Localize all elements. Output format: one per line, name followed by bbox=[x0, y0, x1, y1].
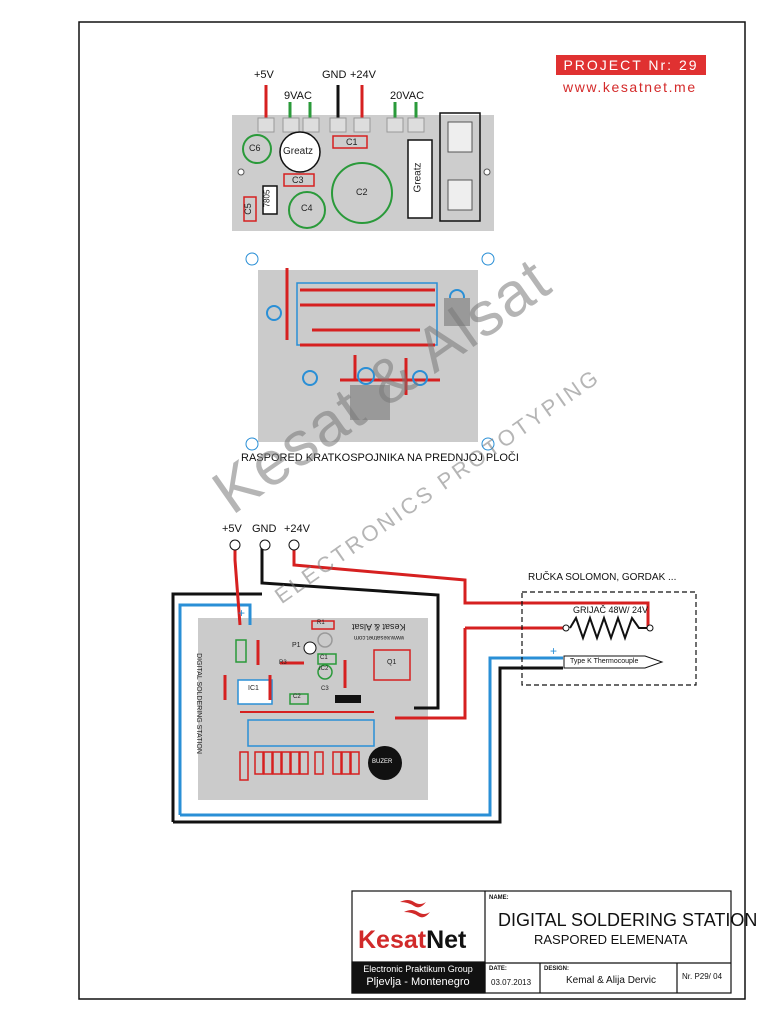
pwr-7805-label: 7805 bbox=[262, 189, 272, 208]
main-r1-label: R1 bbox=[317, 620, 325, 626]
date-header: DATE: bbox=[489, 966, 507, 972]
main-c1-label: C1 bbox=[320, 655, 328, 661]
project-number-badge: PROJECT Nr: 29 bbox=[556, 55, 706, 75]
pwr-terminal-5v: +5V bbox=[254, 69, 274, 81]
design-header: DESIGN: bbox=[544, 966, 570, 972]
thermocouple-label: Type K Thermocouple bbox=[570, 658, 639, 665]
power-board bbox=[232, 85, 494, 231]
board-plus: + bbox=[238, 606, 246, 620]
logo-part-net: Net bbox=[426, 926, 467, 954]
pwr-terminal-gnd: GND bbox=[322, 69, 347, 81]
main-terminal-gnd: GND bbox=[252, 523, 277, 535]
page-frame bbox=[78, 21, 746, 1000]
pwr-terminal-20vac: 20VAC bbox=[390, 90, 425, 102]
main-r3-label: R3 bbox=[279, 660, 287, 666]
pwr-greatz1-label: Greatz bbox=[283, 146, 314, 157]
heater-label: GRIJAČ 48W/ 24V bbox=[573, 605, 649, 615]
designer-value: Kemal & Alija Dervic bbox=[566, 975, 657, 986]
front-board-caption: RASPORED KRATKOSPOJNIKA NA PREDNJOJ PLOČ… bbox=[241, 452, 519, 464]
main-ic2-label: IC2 bbox=[319, 666, 329, 672]
resistor-bank bbox=[239, 751, 360, 781]
pwr-terminal-24v: +24V bbox=[350, 69, 376, 81]
main-q1-label: Q1 bbox=[387, 659, 397, 666]
main-board bbox=[171, 539, 697, 824]
pwr-c6-label: C6 bbox=[249, 143, 261, 153]
date-value: 03.07.2013 bbox=[491, 978, 532, 987]
pwr-greatz2-label: Greatz bbox=[412, 162, 424, 193]
document-title: DIGITAL SOLDERING STATION bbox=[498, 910, 758, 930]
pwr-c3-label: C3 bbox=[292, 175, 304, 185]
pwr-terminal-9vac: 9VAC bbox=[284, 90, 312, 102]
main-terminal-5v: +5V bbox=[222, 523, 242, 535]
document-subtitle: RASPORED ELEMENATA bbox=[534, 932, 688, 947]
main-board-brand: Kesat & Alsat bbox=[352, 622, 406, 632]
front-board bbox=[245, 252, 495, 451]
logo-part-kesat: Kesat bbox=[358, 926, 427, 954]
heater-box-label: RUČKA SOLOMON, GORDAK ... bbox=[528, 572, 677, 583]
pwr-c5-label: C5 bbox=[242, 203, 253, 215]
group-line1: Electronic Praktikum Group bbox=[363, 964, 473, 974]
pwr-c1-label: C1 bbox=[346, 137, 358, 147]
doc-number: Nr. P29/ 04 bbox=[682, 972, 723, 981]
main-ic1-label: IC1 bbox=[248, 685, 259, 692]
main-board-side-text: DIGITAL SOLDERING STATION bbox=[194, 653, 202, 754]
thermocouple-plus: + bbox=[550, 644, 558, 658]
website-label: www.kesatnet.me bbox=[563, 79, 697, 95]
main-buzer-label: BUZER bbox=[372, 759, 393, 765]
main-p1-label: P1 bbox=[292, 642, 301, 649]
main-c2-label: C2 bbox=[293, 694, 301, 700]
group-line2: Pljevlja - Montenegro bbox=[366, 976, 470, 988]
main-c3-label: C3 bbox=[321, 686, 329, 692]
kesatnet-logo: KesatNet bbox=[358, 926, 466, 955]
main-terminal-24v: +24V bbox=[284, 523, 310, 535]
kesatnet-logo-mark bbox=[400, 900, 430, 918]
main-board-url: www.kesatnet.com bbox=[354, 634, 405, 640]
pwr-c2-label: C2 bbox=[356, 187, 368, 197]
pwr-c4-label: C4 bbox=[301, 203, 313, 213]
group-banner: Electronic Praktikum Group Pljevlja - Mo… bbox=[352, 962, 484, 992]
name-header: NAME: bbox=[489, 895, 509, 901]
